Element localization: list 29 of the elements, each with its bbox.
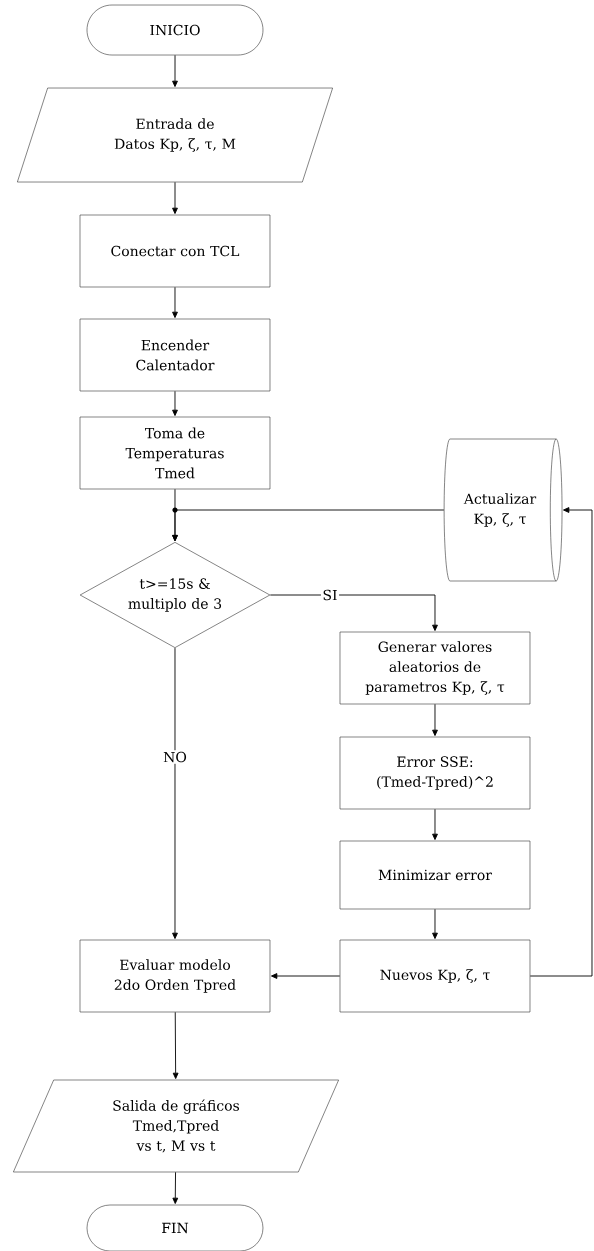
arrow [269,594,438,632]
process-box: Nuevos Kp, ζ, τ [339,939,531,1013]
process-box: Evaluar modelo 2do Orden Tpred [79,939,271,1013]
arrow [172,390,178,416]
arrow [172,181,178,214]
arrow [172,54,178,87]
arrow [172,286,178,318]
arrow [172,1171,179,1204]
arrow [432,808,438,841]
process-box: Generar valores aleatorios de parametros Kp, ζ, τ [339,631,531,705]
output-parallelogram: Salida de gráficos Tmed,Tpred vs t, M vs t [13,1079,339,1173]
process-box: Error SSE: (Tmed-Tpred)^2 [339,736,531,810]
arrow [529,507,593,977]
arrow [271,973,341,979]
process-box: Minimizar error [339,840,531,910]
terminal-box: FIN [86,1204,264,1251]
edge-label: NO [161,750,189,764]
process-box: Encender Calentador [79,318,271,392]
edge-label: SI [320,588,340,602]
input-parallelogram: Entrada de Datos Kp, ζ, τ, M [17,87,333,183]
storage-cylinder: Actualizar Kp, ζ, τ [443,438,563,582]
arrow [172,1011,179,1079]
arrow [432,703,438,737]
terminal-box: INICIO [86,4,264,56]
arrow [432,908,438,939]
arrow [172,509,445,542]
process-box: Conectar con TCL [79,214,271,288]
process-box: Toma de Temperaturas Tmed [79,416,271,490]
arrow [172,647,178,939]
